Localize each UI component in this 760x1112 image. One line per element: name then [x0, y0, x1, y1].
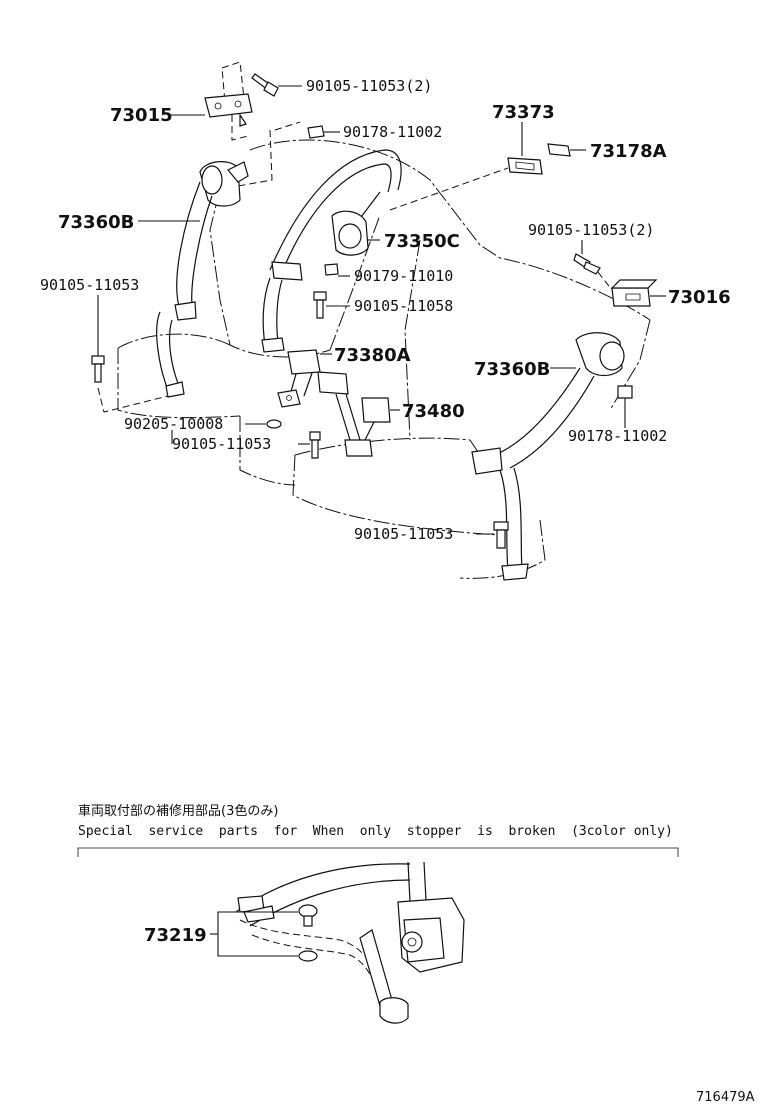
cover-73178A [547, 143, 571, 157]
label-90105-11053-2-top: 90105-11053(2) [306, 77, 432, 95]
bolt-bottom [493, 521, 509, 549]
washer-90205 [266, 419, 282, 429]
anchor-bracket-73015 [204, 61, 253, 141]
label-90179-11010: 90179-11010 [354, 267, 453, 285]
label-73360B-left: 73360B [58, 212, 134, 233]
label-90105-11053-left: 90105-11053 [40, 276, 139, 294]
buckle-73480 [317, 371, 391, 457]
label-90205-10008: 90205-10008 [124, 415, 223, 433]
label-90105-11053-2-right: 90105-11053(2) [528, 221, 654, 239]
stopper-detail [235, 861, 465, 1024]
retractor-73360B-right [471, 332, 625, 581]
belt-guide-73373 [507, 122, 543, 175]
label-90105-11053-bottom: 90105-11053 [354, 525, 453, 543]
label-73016: 73016 [668, 287, 731, 308]
buckle-73380A [277, 349, 321, 408]
label-73219: 73219 [144, 925, 207, 946]
label-90105-11058: 90105-11058 [354, 297, 453, 315]
label-90178-11002-right: 90178-11002 [568, 427, 667, 445]
clip-73219-bottom [298, 950, 318, 962]
special-note-english: Special service parts for When only stop… [78, 824, 673, 839]
figure-id: 716479A [696, 1090, 755, 1105]
label-73360B-right: 73360B [474, 359, 550, 380]
nut-top [237, 121, 325, 187]
label-90105-11053-center: 90105-11053 [172, 435, 271, 453]
nut-right [617, 385, 633, 428]
clip-73219-top [298, 904, 318, 927]
bolt-top [251, 73, 279, 97]
retractor-73360B-left [156, 161, 249, 398]
special-note-bracket [77, 847, 679, 857]
anchor-bracket-73016 [610, 279, 658, 307]
label-73015: 73015 [110, 105, 173, 126]
nut-90179 [324, 263, 339, 276]
retractor-73350C [261, 149, 402, 353]
bolt-center [309, 431, 321, 459]
label-73178A: 73178A [590, 141, 667, 162]
label-73380A: 73380A [334, 345, 411, 366]
bolt-90105-11058 [313, 291, 327, 319]
label-73350C: 73350C [384, 231, 460, 252]
label-73373: 73373 [492, 102, 555, 123]
bolt-right-top [573, 240, 613, 291]
label-73480: 73480 [402, 401, 465, 422]
special-note-japanese: 車両取付部の補修用部品(3色のみ) [78, 803, 278, 819]
bolt-left [91, 295, 169, 413]
label-90178-11002-top: 90178-11002 [343, 123, 442, 141]
